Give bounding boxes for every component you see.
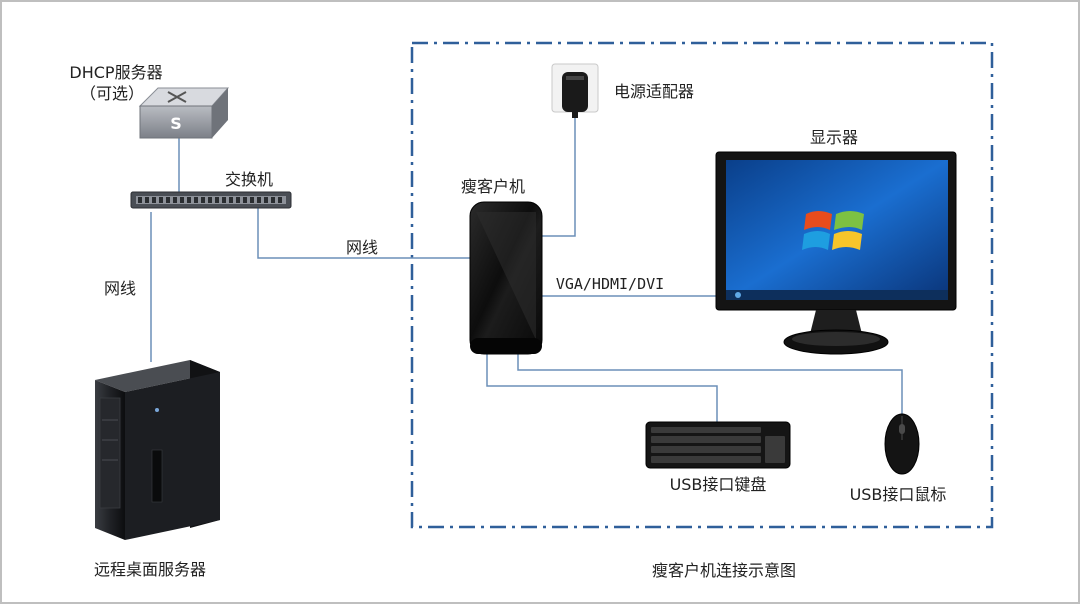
monitor-label: 显示器 [810,128,858,147]
client-to-keyboard-line [486,354,718,422]
keyboard-icon [645,421,791,469]
client-to-mouse-line [517,354,903,414]
monitor-icon [715,151,957,355]
thin-client-boundary [410,41,994,529]
diagram-caption: 瘦客户机连接示意图 [652,561,796,580]
dhcp-optional-label: （可选） [80,84,144,103]
switch-box-letter: S [170,114,182,133]
remote-server-icon [95,360,220,540]
mouse-icon [884,413,920,475]
thin-client-icon [469,201,543,355]
switch-label: 交换机 [225,170,273,189]
switch-to-client-line [257,208,472,259]
usb-mouse-label: USB接口鼠标 [850,485,947,504]
switch-icon [130,191,292,209]
power-to-client-line [542,118,576,237]
power-adapter-icon [551,63,599,118]
dhcp-server-label: DHCP服务器 [69,63,162,82]
dhcp-server-icon [138,87,230,139]
usb-keyboard-label: USB接口键盘 [670,475,767,494]
remote-server-label: 远程桌面服务器 [94,560,206,579]
power-adapter-label: 电源适配器 [614,82,694,101]
cable-left-label: 网线 [104,279,136,298]
thin-client-label: 瘦客户机 [461,177,525,196]
cable-mid-label: 网线 [346,238,378,257]
windows-logo-icon [802,211,864,250]
video-ports-label: VGA/HDMI/DVI [556,275,664,293]
connection-lines [150,118,903,422]
